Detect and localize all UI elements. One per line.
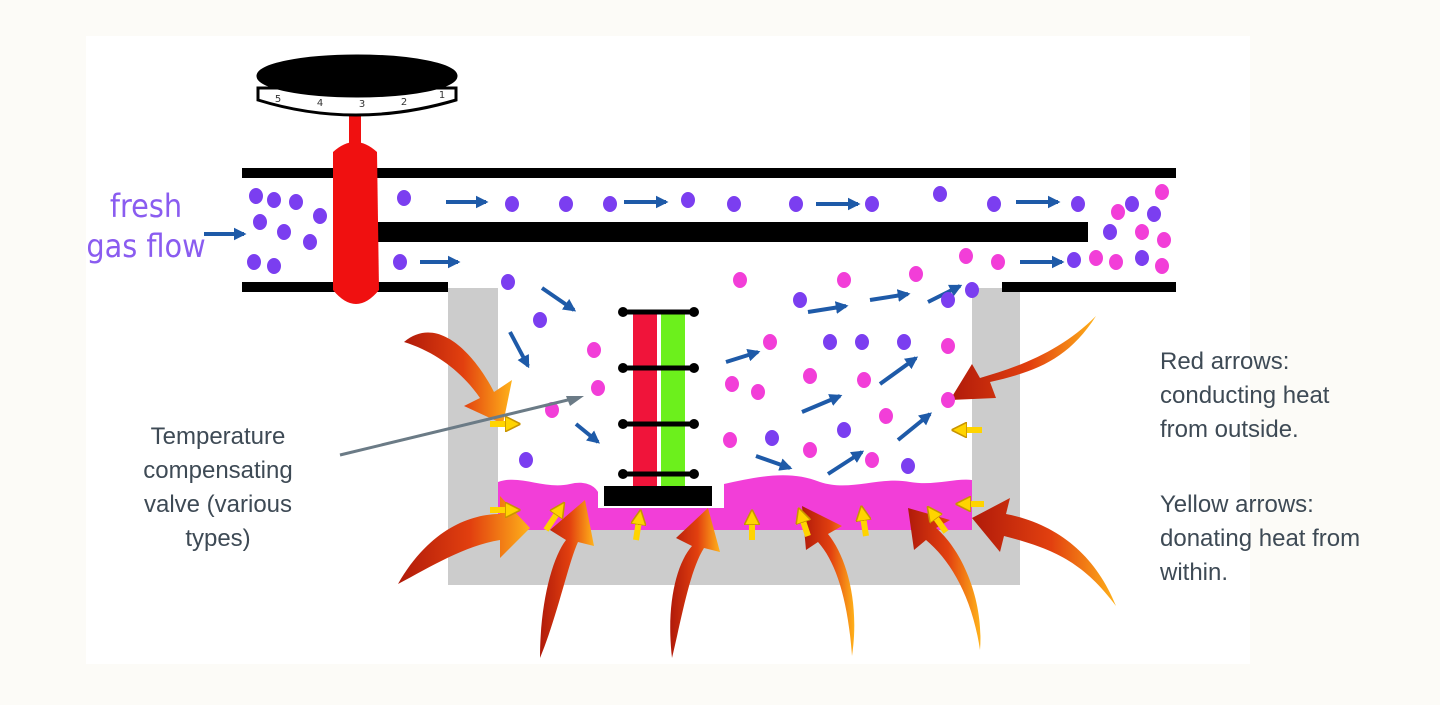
legend-line: Yellow arrows: (1160, 491, 1314, 518)
gas-flow-arrows (204, 195, 1065, 476)
fresh-gas-molecules (247, 186, 1161, 474)
temperature-compensating-valve (604, 307, 712, 506)
gas-flow-label-line: gas flow (86, 227, 206, 265)
heat-arrows-within (490, 424, 984, 541)
dial-scale: 5 4 3 2 1 (275, 90, 445, 110)
legend-line: within. (1160, 559, 1229, 586)
vapour-molecules (545, 184, 1171, 468)
legend-line: from outside. (1160, 416, 1299, 443)
chamber (448, 288, 1020, 585)
legend-line: conducting heat (1160, 382, 1330, 409)
dial-tick: 1 (439, 90, 445, 101)
liquid-anaesthetic (498, 475, 972, 530)
valve-label-line: valve (various (143, 491, 293, 518)
legend-line: donating heat from (1160, 525, 1361, 552)
dial-tick: 5 (275, 94, 281, 105)
valve-label-line: types) (185, 525, 251, 552)
heat-arrows-outside (398, 316, 1116, 658)
valve-label-line: compensating (143, 457, 293, 484)
dial-tick: 3 (359, 99, 365, 110)
dial-tick: 2 (401, 97, 407, 108)
valve-pointer-line (339, 396, 584, 457)
yellow-arrows-legend: Yellow arrows: donating heat from within… (1160, 488, 1360, 590)
concentration-control-knob (256, 54, 458, 304)
fresh-label-line: fresh (109, 187, 183, 225)
red-arrows-legend: Red arrows: conducting heat from outside… (1160, 345, 1329, 447)
fresh-gas-label: fresh gas flow (66, 186, 226, 266)
legend-line: Red arrows: (1160, 348, 1290, 375)
dial-tick: 4 (317, 98, 323, 109)
valve-label-line: Temperature (150, 423, 286, 450)
gas-pipe (242, 168, 1176, 292)
valve-label: Temperature compensating valve (various … (118, 420, 318, 556)
